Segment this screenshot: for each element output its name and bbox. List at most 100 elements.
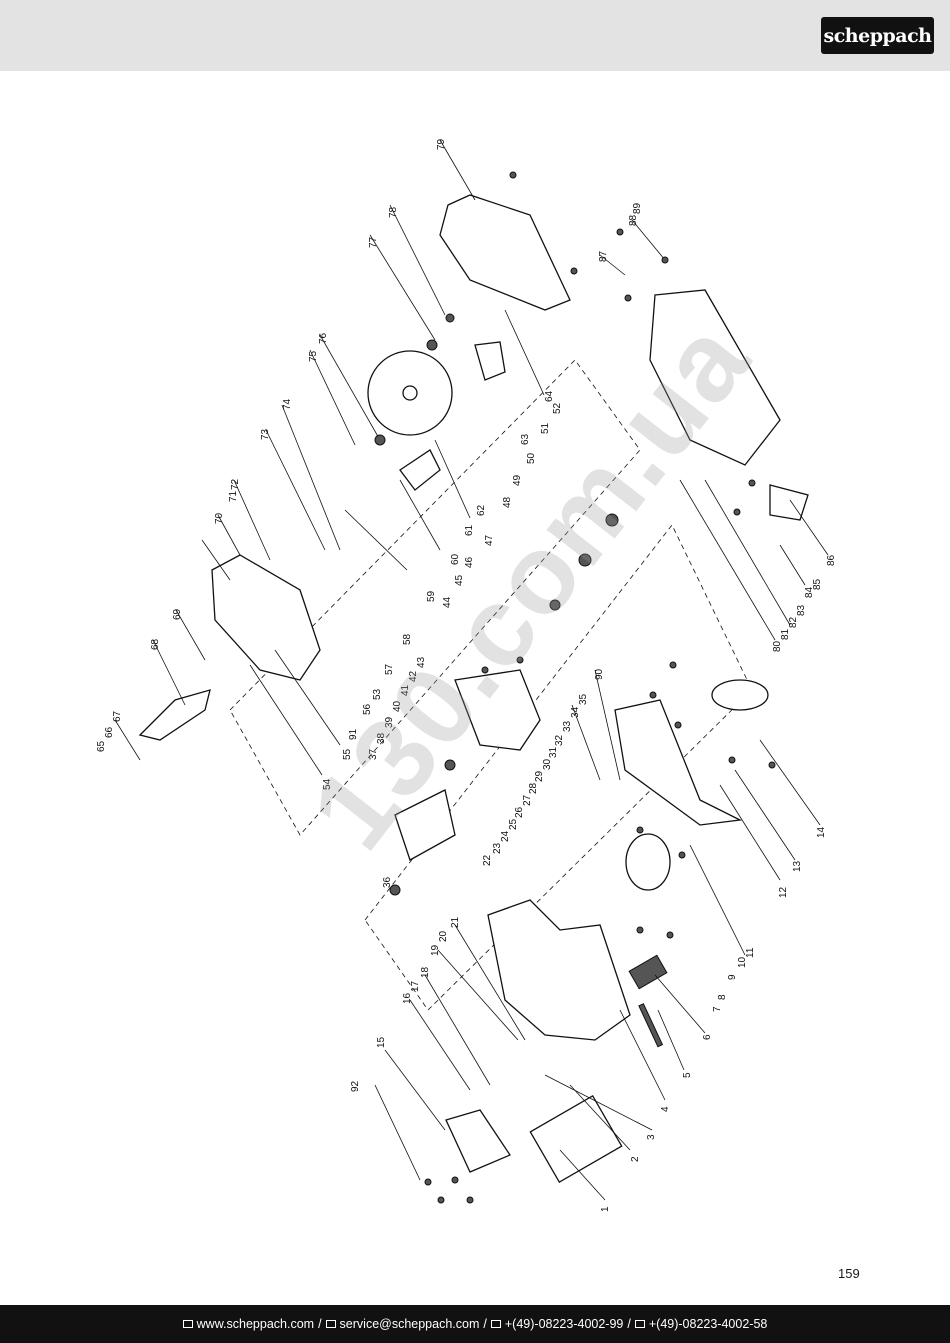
- part-label: 69: [172, 608, 183, 620]
- dust-port: [474, 341, 506, 381]
- part-label: 35: [578, 693, 589, 705]
- part-label: 39: [384, 716, 395, 728]
- part-label: 55: [342, 748, 353, 760]
- part-label: 81: [780, 628, 791, 640]
- blade-guard-top: [439, 194, 571, 311]
- part-label: 12: [778, 886, 789, 898]
- part-label: 43: [416, 656, 427, 668]
- part-label: 26: [514, 806, 525, 818]
- part-label: 1: [600, 1206, 611, 1212]
- left-housing-shell: [487, 899, 631, 1041]
- part-label: 47: [484, 534, 495, 546]
- part-label: 73: [260, 428, 271, 440]
- part-label: 91: [348, 728, 359, 740]
- part-label: 41: [400, 684, 411, 696]
- part-label: 62: [476, 504, 487, 516]
- footer-phone: +(49)-08223-4002-99: [504, 1317, 624, 1331]
- part-label: 76: [318, 332, 329, 344]
- part-label: 17: [410, 980, 421, 992]
- part-label: 37: [368, 748, 379, 760]
- part-label: 44: [442, 596, 453, 608]
- leader-lines: [114, 139, 829, 1201]
- part-label: 21: [450, 916, 461, 928]
- part-label: 78: [388, 206, 399, 218]
- assembly-frame-lower: [364, 524, 753, 1011]
- part-label: 53: [372, 688, 383, 700]
- part-label: 64: [544, 390, 555, 402]
- fax-icon: [634, 1320, 645, 1328]
- part-label: 31: [548, 746, 559, 758]
- part-label: 38: [376, 732, 387, 744]
- scheppach-logo: scheppach: [821, 17, 934, 54]
- part-label: 30: [542, 758, 553, 770]
- footer-separator: /: [318, 1317, 322, 1331]
- part-label: 13: [792, 860, 803, 872]
- guard-arm-assembly: [614, 699, 743, 826]
- part-label: 77: [368, 236, 379, 248]
- part-label: 36: [382, 876, 393, 888]
- page-header: scheppach: [0, 0, 950, 71]
- part-label: 65: [96, 740, 107, 752]
- part-label: 33: [562, 720, 573, 732]
- part-label: 67: [112, 710, 123, 722]
- bevel-bracket: [769, 484, 809, 521]
- part-label: 28: [528, 782, 539, 794]
- part-label: 23: [492, 842, 503, 854]
- part-label: 10: [737, 956, 748, 968]
- part-label: 71: [228, 490, 239, 502]
- part-label: 20: [438, 930, 449, 942]
- part-label: 84: [804, 586, 815, 598]
- part-label: 63: [520, 433, 531, 445]
- switch-cover: [445, 1109, 511, 1173]
- part-label: 46: [464, 556, 475, 568]
- part-label: 22: [482, 854, 493, 866]
- part-number-labels: 1 2 3 4 5 6 7 8 9 10 11 12 13 14 15 16 1…: [96, 138, 837, 1212]
- part-label: 88: [628, 214, 639, 226]
- footer-email[interactable]: service@scheppach.com: [339, 1317, 480, 1331]
- part-label: 68: [150, 638, 161, 650]
- part-label: 72: [230, 478, 241, 490]
- part-label: 6: [702, 1034, 713, 1040]
- part-label: 32: [554, 734, 565, 746]
- part-label: 40: [392, 700, 403, 712]
- handle-cover: [138, 689, 211, 741]
- part-label: 29: [534, 770, 545, 782]
- part-label: 87: [598, 250, 609, 262]
- part-label: 90: [594, 668, 605, 680]
- part-label: 15: [376, 1036, 387, 1048]
- exploded-parts-diagram: 1 2 3 4 5 6 7 8 9 10 11 12 13 14 15 16 1…: [96, 138, 837, 1212]
- part-label: 5: [682, 1072, 693, 1078]
- footer-separator: /: [483, 1317, 487, 1331]
- part-label: 80: [772, 640, 783, 652]
- page-number: 159: [838, 1266, 860, 1281]
- part-label: 51: [540, 422, 551, 434]
- battery-pack: [529, 1094, 623, 1184]
- control-pcb: [628, 954, 668, 990]
- part-label: 11: [745, 947, 756, 958]
- assembly-frame-upper: [229, 359, 641, 836]
- part-label: 8: [717, 994, 728, 1000]
- monitor-icon: [182, 1320, 193, 1328]
- part-label: 48: [502, 496, 513, 508]
- screws: [374, 171, 776, 1204]
- part-label: 61: [464, 524, 475, 536]
- part-label: 59: [426, 590, 437, 602]
- footer-separator: /: [627, 1317, 631, 1331]
- gear-case: [454, 669, 541, 751]
- email-icon: [325, 1320, 336, 1328]
- part-label: 82: [788, 616, 799, 628]
- part-label: 27: [522, 794, 533, 806]
- part-label: 9: [727, 974, 738, 980]
- part-label: 16: [402, 992, 413, 1004]
- phone-icon: [490, 1320, 501, 1328]
- footer-website[interactable]: www.scheppach.com: [196, 1317, 315, 1331]
- part-label: 56: [362, 703, 373, 715]
- part-label: 4: [660, 1106, 671, 1112]
- part-label: 57: [384, 663, 395, 675]
- part-label: 70: [214, 512, 225, 524]
- part-label: 92: [350, 1080, 361, 1092]
- part-label: 45: [454, 574, 465, 586]
- part-label: 79: [436, 138, 447, 150]
- motor-armature: [394, 789, 456, 861]
- part-label: 75: [308, 350, 319, 362]
